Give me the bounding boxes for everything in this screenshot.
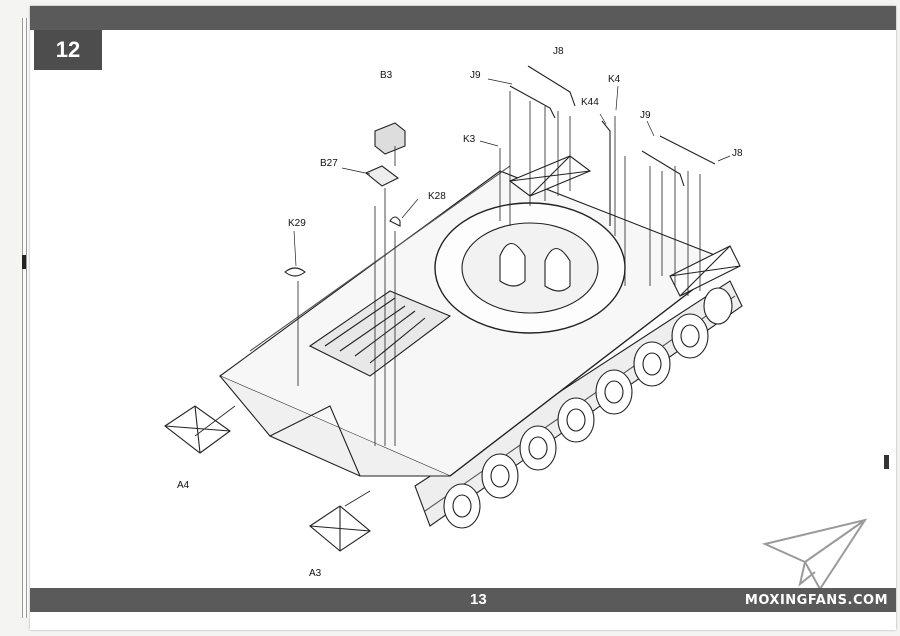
- part-label-a3: A3: [309, 568, 322, 579]
- part-label-k4: K4: [608, 74, 621, 85]
- step-number-badge: 12: [34, 30, 102, 70]
- part-label-j9-right: J9: [640, 110, 651, 121]
- tank-hull-assembly-drawing: [164, 65, 743, 552]
- instruction-page: 12: [30, 6, 896, 630]
- edge-mark: [884, 455, 889, 469]
- bottom-bar: [30, 588, 896, 612]
- part-label-k28: K28: [428, 191, 446, 202]
- binding-mark: [22, 255, 26, 269]
- part-label-k3: K3: [463, 134, 476, 145]
- part-label-j8-top: J8: [553, 46, 564, 57]
- paper-plane-logo: [761, 518, 868, 591]
- part-label-k44: K44: [581, 97, 599, 108]
- part-label-b3: B3: [380, 70, 393, 81]
- part-label-j8-right: J8: [732, 148, 743, 159]
- part-label-k29: K29: [288, 218, 306, 229]
- top-bar: [30, 6, 896, 30]
- page-number: 13: [470, 591, 487, 608]
- part-label-a4: A4: [177, 480, 190, 491]
- part-label-b27: B27: [320, 158, 338, 169]
- site-watermark: MOXINGFANS.COM: [744, 593, 888, 608]
- part-label-j9-top: J9: [470, 70, 481, 81]
